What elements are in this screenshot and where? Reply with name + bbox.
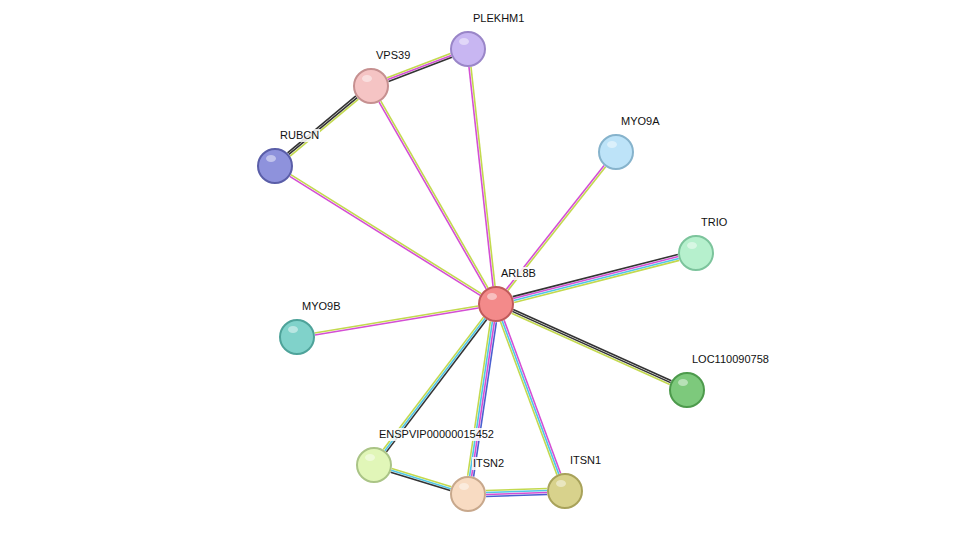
protein-node: MYO9B [279, 319, 315, 355]
evidence-line [514, 258, 679, 300]
interaction-edge [391, 468, 452, 490]
protein-node: MYO9A [598, 134, 634, 170]
node-label: ITSN1 [569, 454, 602, 467]
interaction-edge [288, 96, 359, 156]
node-label: VPS39 [375, 49, 411, 62]
evidence-line [468, 321, 491, 475]
node-label: MYO9A [620, 115, 661, 128]
node-highlight [678, 379, 688, 386]
interaction-edge [513, 255, 680, 303]
evidence-line [512, 311, 670, 382]
evidence-line [391, 470, 451, 488]
node-label: ITSN2 [472, 457, 505, 470]
node-label: TRIO [700, 216, 728, 229]
interaction-edge [512, 310, 672, 385]
evidence-line [291, 175, 481, 294]
evidence-line [290, 99, 358, 156]
evidence-line [502, 321, 559, 474]
evidence-line [469, 67, 493, 286]
node-highlight [607, 141, 617, 148]
evidence-line [513, 255, 678, 297]
evidence-line [471, 67, 495, 286]
evidence-line [513, 310, 671, 381]
protein-node: VPS39 [353, 68, 389, 104]
protein-node: ENSPVIP00000015452 [356, 447, 392, 483]
interaction-edge [379, 101, 488, 289]
evidence-line [472, 322, 495, 476]
node-highlight [487, 293, 497, 300]
evidence-line [379, 102, 486, 289]
interaction-edge [486, 489, 547, 497]
protein-node: ITSN1 [547, 473, 583, 509]
evidence-line [474, 322, 497, 476]
node-label: MYO9B [301, 300, 342, 313]
interaction-edge [469, 67, 495, 286]
node-highlight [556, 480, 566, 487]
interaction-edge [500, 320, 560, 475]
node-highlight [459, 38, 469, 45]
protein-node: PLEKHM1 [450, 31, 486, 67]
evidence-line [504, 320, 561, 473]
protein-node: LOC110090758 [669, 372, 705, 408]
node-highlight [459, 483, 469, 490]
evidence-line [486, 495, 547, 497]
evidence-line [381, 101, 488, 288]
evidence-line [470, 322, 493, 476]
node-highlight [365, 454, 375, 461]
node-label: PLEKHM1 [472, 12, 525, 25]
interaction-edge [290, 175, 482, 296]
interaction-edge [468, 321, 497, 476]
evidence-line [391, 472, 451, 490]
evidence-line [288, 96, 356, 153]
evidence-line [512, 313, 670, 384]
protein-node: RUBCN [257, 148, 293, 184]
protein-node: ARL8B [478, 286, 514, 322]
node-highlight [362, 75, 372, 82]
evidence-line [500, 322, 557, 475]
node-highlight [687, 242, 697, 249]
node-highlight [266, 155, 276, 162]
evidence-line [514, 260, 679, 302]
protein-node: ITSN2 [450, 476, 486, 512]
evidence-line [289, 98, 357, 155]
node-label: ARL8B [500, 267, 537, 280]
protein-node: TRIO [678, 235, 714, 271]
node-label: LOC110090758 [691, 353, 770, 366]
node-label: ENSPVIP00000015452 [378, 428, 495, 441]
evidence-line [392, 468, 452, 486]
evidence-line [513, 256, 678, 298]
node-highlight [288, 326, 298, 333]
node-label: RUBCN [279, 129, 320, 142]
evidence-line [290, 176, 480, 295]
